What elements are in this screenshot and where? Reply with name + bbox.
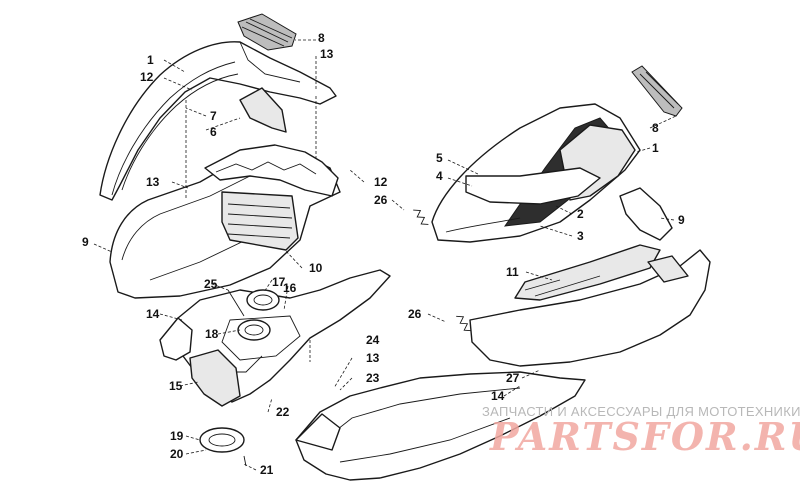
leader-lines [93,39,677,471]
callout-24: 24 [366,333,380,347]
callout-22: 22 [276,405,290,419]
callout-15: 15 [169,379,183,393]
gasket-18 [237,319,271,341]
callout-9: 9 [82,235,89,249]
callout-3: 3 [577,229,584,243]
callout-9: 9 [678,213,685,227]
belly-pan-right [295,371,586,481]
callout-6: 6 [210,125,217,139]
flange-19-20 [199,427,247,467]
callout-13: 13 [320,47,334,61]
callout-13: 13 [366,351,380,365]
callout-7: 7 [210,109,217,123]
spring-26-right [456,315,472,332]
callout-10: 10 [309,261,323,275]
callout-16: 16 [283,281,297,295]
hood-upper-right [431,103,641,243]
vent-mesh-right [631,65,683,117]
side-panel-right [469,187,711,367]
callout-2: 2 [577,207,584,221]
callout-14: 14 [491,389,505,403]
callout-25: 25 [204,277,218,291]
decal-panel-5-4 [465,167,601,205]
watermark-logo: PARTSFOR.RU [490,414,800,459]
callout-13: 13 [146,175,160,189]
callout-23: 23 [366,371,380,385]
callout-labels: 1 12 8 13 7 6 13 12 9 10 26 5 4 2 3 8 1 … [82,31,685,477]
callout-14: 14 [146,307,160,321]
callout-8: 8 [652,121,659,135]
callout-26: 26 [374,193,388,207]
callout-1: 1 [652,141,659,155]
hood-upper-left [99,41,337,201]
callout-21: 21 [260,463,274,477]
callout-18: 18 [205,327,219,341]
watermark-tagline: ЗАПЧАСТИ И АКСЕССУАРЫ ДЛЯ МОТОТЕХНИКИ [482,404,800,419]
spring-26-left [413,209,429,225]
callout-1: 1 [147,53,154,67]
callout-12: 12 [140,70,154,84]
callout-8: 8 [318,31,325,45]
callout-5: 5 [436,151,443,165]
callout-11: 11 [506,265,519,279]
callout-20: 20 [170,447,184,461]
callout-4: 4 [436,169,443,183]
bracket-6 [239,87,287,133]
gasket-17 [246,289,280,311]
callout-27: 27 [506,371,520,385]
bolt-25 [227,289,245,317]
callout-17: 17 [272,275,286,289]
inner-frame-left [204,144,339,197]
air-box-10 [221,191,299,251]
callout-19: 19 [170,429,184,443]
duct-15 [189,349,241,407]
callout-26: 26 [408,307,422,321]
vent-mesh-upper [237,13,297,51]
callout-12: 12 [374,175,388,189]
